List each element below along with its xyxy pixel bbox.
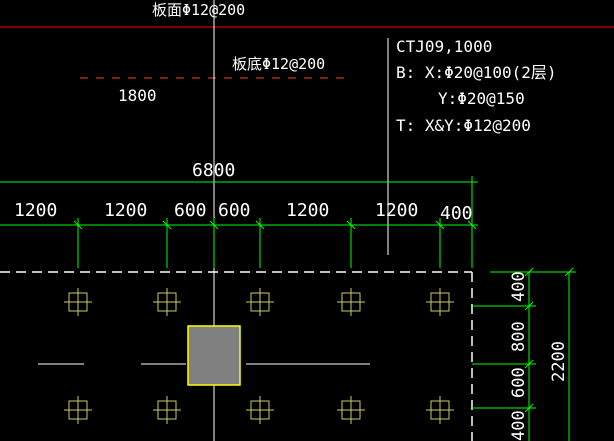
dim-seg-v-4: 400 xyxy=(509,410,529,441)
pile-symbol-10[interactable] xyxy=(426,396,454,424)
pile-symbol-5[interactable] xyxy=(426,288,454,316)
dim-seg-h-4: 600 xyxy=(218,200,251,221)
dim-seg-v-2: 800 xyxy=(509,321,529,352)
slab-top-rebar-label: 板面Φ12@200 xyxy=(152,1,245,19)
dim-seg-v-3: 600 xyxy=(509,367,529,398)
length-1800-label: 1800 xyxy=(118,86,157,105)
dim-overall-v-label: 2200 xyxy=(549,341,569,382)
pile-symbol-8[interactable] xyxy=(246,396,274,424)
column-rect[interactable] xyxy=(187,325,241,386)
dim-seg-h-1: 1200 xyxy=(14,200,57,221)
bottom-y-rebar-label: Y:Φ20@150 xyxy=(438,89,525,108)
pile-symbol-6[interactable] xyxy=(64,396,92,424)
slab-bottom-rebar-label: 板底Φ12@200 xyxy=(232,55,325,73)
dim-seg-h-3: 600 xyxy=(174,200,207,221)
dim-segments-h-ticks xyxy=(77,188,473,268)
cap-id-label: CTJ09,1000 xyxy=(396,37,492,56)
dim-seg-h-2: 1200 xyxy=(104,200,147,221)
dim-v-extension-lines xyxy=(472,271,576,409)
bottom-x-rebar-label: B: X:Φ20@100(2层) xyxy=(396,63,557,82)
dim-overall-h-label: 6800 xyxy=(192,160,235,181)
pile-symbol-1[interactable] xyxy=(64,288,92,316)
pile-symbol-3[interactable] xyxy=(246,288,274,316)
dim-v-labels: 400 800 600 400 2200 xyxy=(509,271,569,441)
dim-seg-h-7: 400 xyxy=(440,203,473,224)
dim-seg-h-5: 1200 xyxy=(286,200,329,221)
pile-symbol-2[interactable] xyxy=(153,288,181,316)
pile-symbol-4[interactable] xyxy=(337,288,365,316)
pile-symbol-7[interactable] xyxy=(153,396,181,424)
pile-symbols xyxy=(64,288,454,424)
dim-v-arrows xyxy=(524,267,574,413)
dim-seg-v-1: 400 xyxy=(509,271,529,302)
dim-seg-h-6: 1200 xyxy=(375,200,418,221)
dim-segments-h-arrows xyxy=(73,220,477,230)
pile-symbol-9[interactable] xyxy=(337,396,365,424)
top-xy-rebar-label: T: X&Y:Φ12@200 xyxy=(396,116,531,135)
